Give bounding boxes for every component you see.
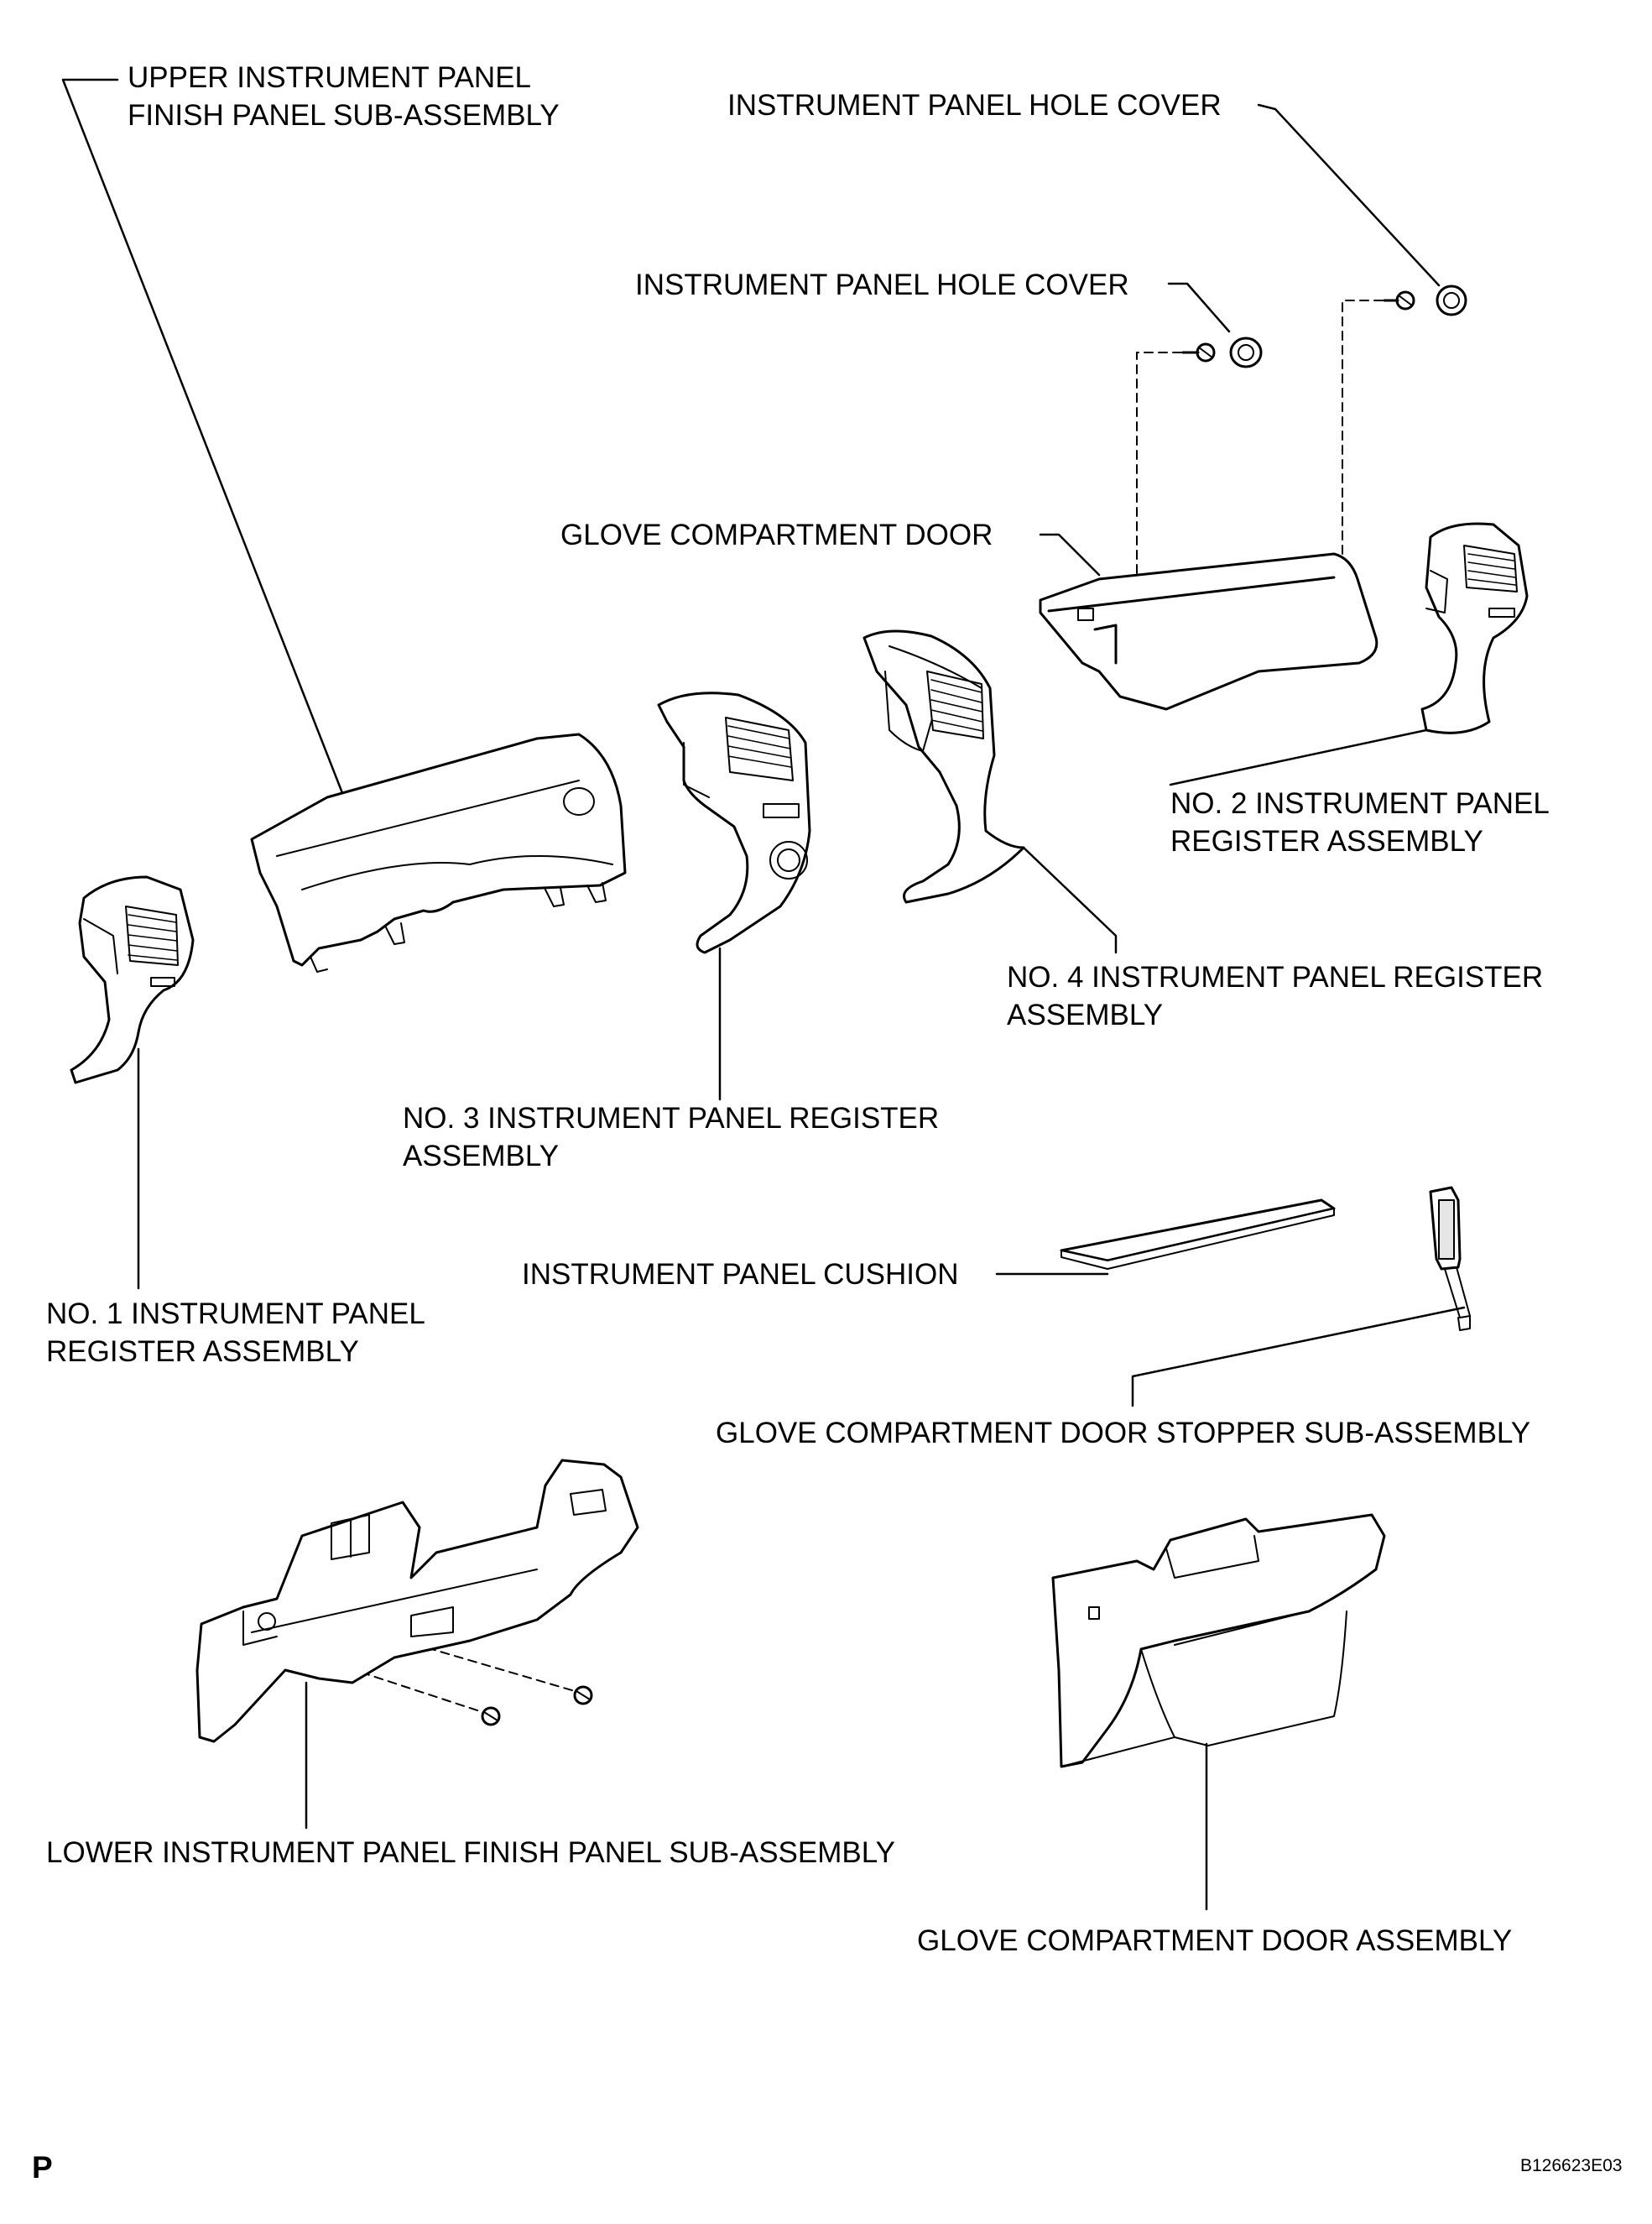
label-hole-cover-mid: INSTRUMENT PANEL HOLE COVER: [635, 269, 1129, 301]
label-glove-door-assy: GLOVE COMPARTMENT DOOR ASSEMBLY: [917, 1924, 1513, 1957]
label-no2-register-line2: REGISTER ASSEMBLY: [1170, 825, 1483, 858]
no2-register-part: [1420, 522, 1529, 734]
label-no1-register: NO. 1 INSTRUMENT PANEL REGISTER ASSEMBLY: [46, 1295, 425, 1370]
label-glove-door: GLOVE COMPARTMENT DOOR: [560, 519, 993, 551]
label-upper-panel-line2: FINISH PANEL SUB-ASSEMBLY: [128, 99, 560, 132]
label-no2-register: NO. 2 INSTRUMENT PANEL REGISTER ASSEMBLY: [1170, 785, 1550, 860]
leader-glove-door: [1039, 533, 1101, 577]
hole-cover-top: [1436, 285, 1467, 316]
screw-top-right: [1383, 290, 1415, 311]
figure-code: B126623E03: [1520, 2156, 1623, 2175]
cushion-part: [1060, 1198, 1336, 1270]
label-hole-cover-top: INSTRUMENT PANEL HOLE COVER: [727, 89, 1222, 122]
leader-no2-register: [1169, 728, 1428, 786]
no4-register-part: [862, 629, 1025, 904]
label-lower-panel: LOWER INSTRUMENT PANEL FINISH PANEL SUB-…: [46, 1836, 895, 1869]
lower-panel-part: [195, 1459, 639, 1743]
label-no4-register-line2: ASSEMBLY: [1007, 999, 1164, 1031]
label-no1-register-line2: REGISTER ASSEMBLY: [46, 1335, 359, 1368]
label-upper-panel-line1: UPPER INSTRUMENT PANEL: [128, 61, 532, 94]
glove-door-assy-part: [1051, 1513, 1386, 1768]
label-stopper: GLOVE COMPARTMENT DOOR STOPPER SUB-ASSEM…: [716, 1417, 1531, 1449]
label-cushion: INSTRUMENT PANEL CUSHION: [522, 1258, 959, 1291]
leader-hole-cover-mid: [1167, 282, 1231, 333]
glove-compartment-door-part: [1039, 552, 1378, 711]
label-no4-register: NO. 4 INSTRUMENT PANEL REGISTER ASSEMBLY: [1007, 958, 1543, 1034]
no1-register-part: [70, 875, 195, 1084]
screw-lower-a: [481, 1706, 501, 1726]
screw-mid: [1181, 342, 1216, 363]
stopper-part: [1429, 1186, 1471, 1331]
hole-cover-mid: [1229, 337, 1263, 368]
upper-panel-part: [250, 733, 627, 973]
leader-upper-panel: [61, 78, 346, 799]
label-no1-register-line1: NO. 1 INSTRUMENT PANEL: [46, 1297, 425, 1330]
label-no3-register-line2: ASSEMBLY: [403, 1140, 560, 1172]
leader-lines: [61, 78, 1466, 1911]
screw-lower-b: [573, 1685, 593, 1705]
label-no4-register-line1: NO. 4 INSTRUMENT PANEL REGISTER: [1007, 961, 1544, 994]
leader-no4-register: [1022, 846, 1118, 954]
label-no2-register-line1: NO. 2 INSTRUMENT PANEL: [1170, 787, 1550, 820]
label-no3-register-line1: NO. 3 INSTRUMENT PANEL REGISTER: [403, 1102, 940, 1135]
leader-stopper: [1131, 1306, 1466, 1407]
corner-letter: P: [32, 2150, 53, 2185]
leader-hole-cover-top: [1257, 103, 1441, 287]
label-upper-panel: UPPER INSTRUMENT PANEL FINISH PANEL SUB-…: [128, 59, 560, 134]
label-no3-register: NO. 3 INSTRUMENT PANEL REGISTER ASSEMBLY: [403, 1099, 939, 1175]
no3-register-part: [657, 692, 811, 954]
